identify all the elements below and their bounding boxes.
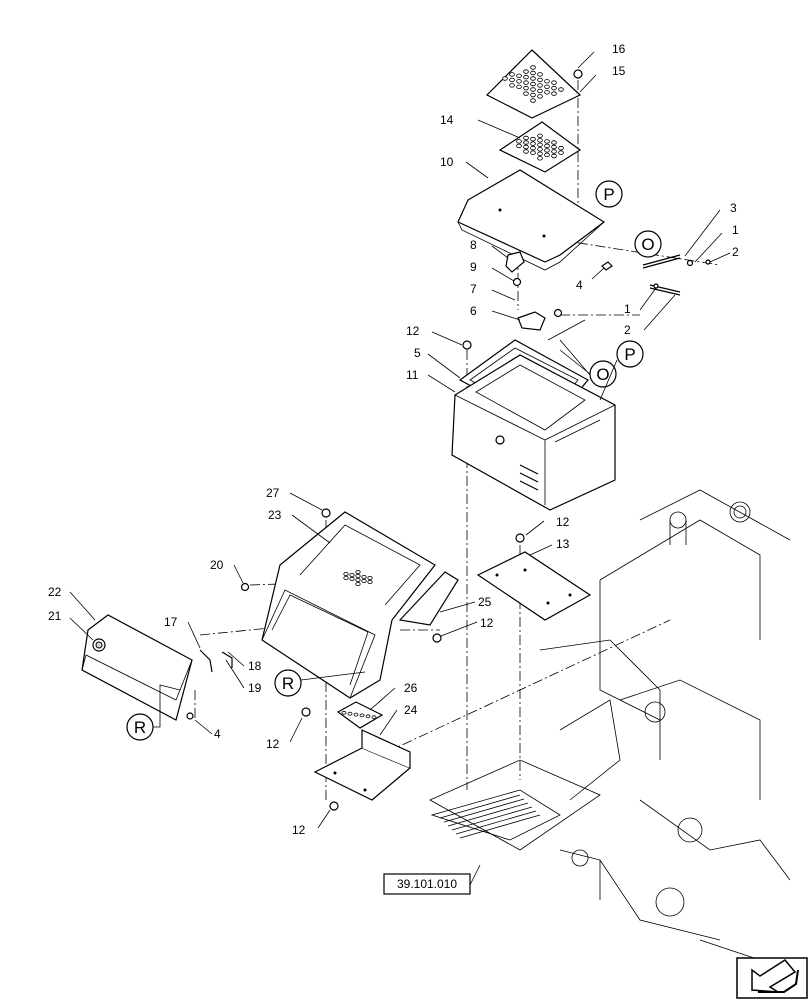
callout-11: 11 <box>406 368 419 382</box>
view-marker-p-mid: P <box>616 340 644 368</box>
callout-27: 27 <box>266 486 280 500</box>
svg-text:R: R <box>134 718 146 737</box>
callout-21: 21 <box>48 609 62 623</box>
part-17-18-19-hinge <box>199 649 233 673</box>
callout-14: 14 <box>440 113 454 127</box>
callout-3: 3 <box>730 201 737 215</box>
callout-4b: 4 <box>214 727 221 741</box>
part-4-screw-b <box>186 712 194 720</box>
view-markers: P O O P R R <box>126 180 662 741</box>
svg-text:O: O <box>596 365 609 384</box>
callout-23: 23 <box>268 508 282 522</box>
view-marker-p-top: P <box>595 180 623 208</box>
callout-1b: 1 <box>624 302 631 316</box>
callout-12c: 12 <box>480 616 494 630</box>
callout-4a: 4 <box>576 278 583 292</box>
arrow-navigation-icon[interactable] <box>736 957 808 999</box>
callout-17: 17 <box>164 615 178 629</box>
part-26-mat <box>336 701 384 729</box>
callout-12d: 12 <box>266 737 280 751</box>
part-20-plug <box>240 582 250 592</box>
callout-24: 24 <box>404 703 418 717</box>
callout-7: 7 <box>470 282 477 296</box>
part-24-bracket <box>313 729 412 801</box>
callout-5: 5 <box>414 346 421 360</box>
callout-16: 16 <box>612 42 626 56</box>
reference-box-label: 39.101.010 <box>397 877 457 891</box>
part-3-strut <box>642 254 711 296</box>
part-16-screw <box>573 69 583 79</box>
part-10-lid <box>457 169 606 271</box>
part-8-hinge <box>505 251 525 273</box>
svg-text:P: P <box>624 345 635 364</box>
part-7-bolt <box>553 308 563 318</box>
callout-9: 9 <box>470 260 477 274</box>
part-22-door <box>81 614 193 721</box>
callout-12a: 12 <box>406 324 420 338</box>
reference-box[interactable]: 39.101.010 <box>383 873 471 895</box>
callout-26: 26 <box>404 681 418 695</box>
part-12-screw-bottom <box>329 801 339 811</box>
part-12-screw-13 <box>515 533 525 543</box>
part-9-nut <box>512 277 522 287</box>
callout-22: 22 <box>48 585 62 599</box>
callout-15: 15 <box>612 64 626 78</box>
view-marker-o-top: O <box>634 230 662 258</box>
callout-6: 6 <box>470 304 477 318</box>
callout-1a: 1 <box>732 223 739 237</box>
callout-13: 13 <box>556 537 570 551</box>
part-23-step-housing <box>261 511 436 699</box>
part-6-latch <box>517 311 546 331</box>
leader-lines <box>69 51 731 886</box>
callout-2a: 2 <box>732 245 739 259</box>
part-4-screw-a <box>601 261 613 271</box>
svg-text:O: O <box>641 235 654 254</box>
callout-10: 10 <box>440 155 454 169</box>
part-25-cover <box>398 571 459 626</box>
part-11-toolbox <box>451 319 616 511</box>
callout-2b: 2 <box>624 323 631 337</box>
callout-18: 18 <box>248 659 262 673</box>
callout-19: 19 <box>248 681 262 695</box>
callout-12b: 12 <box>556 515 570 529</box>
callout-labels: 16 15 14 10 3 1 2 8 9 4 7 1 6 2 12 5 11 … <box>48 42 739 837</box>
view-marker-r-left: R <box>126 713 154 741</box>
part-12-screw-right <box>432 633 442 643</box>
part-21-lock <box>92 638 106 652</box>
part-27-screw <box>321 508 331 518</box>
callout-8: 8 <box>470 238 477 252</box>
part-15-plate <box>485 49 582 119</box>
svg-text:R: R <box>282 674 294 693</box>
view-marker-o-mid: O <box>589 360 617 388</box>
callout-20: 20 <box>210 558 224 572</box>
view-marker-r-mid: R <box>274 669 302 697</box>
part-13-plate <box>476 551 592 621</box>
part-12-screw-top <box>462 340 472 350</box>
callout-12e: 12 <box>292 823 306 837</box>
svg-text:P: P <box>603 185 614 204</box>
part-12-screw-left <box>301 707 311 717</box>
part-14-mat <box>498 121 582 173</box>
callout-25: 25 <box>478 595 492 609</box>
machine-frame <box>429 489 791 961</box>
